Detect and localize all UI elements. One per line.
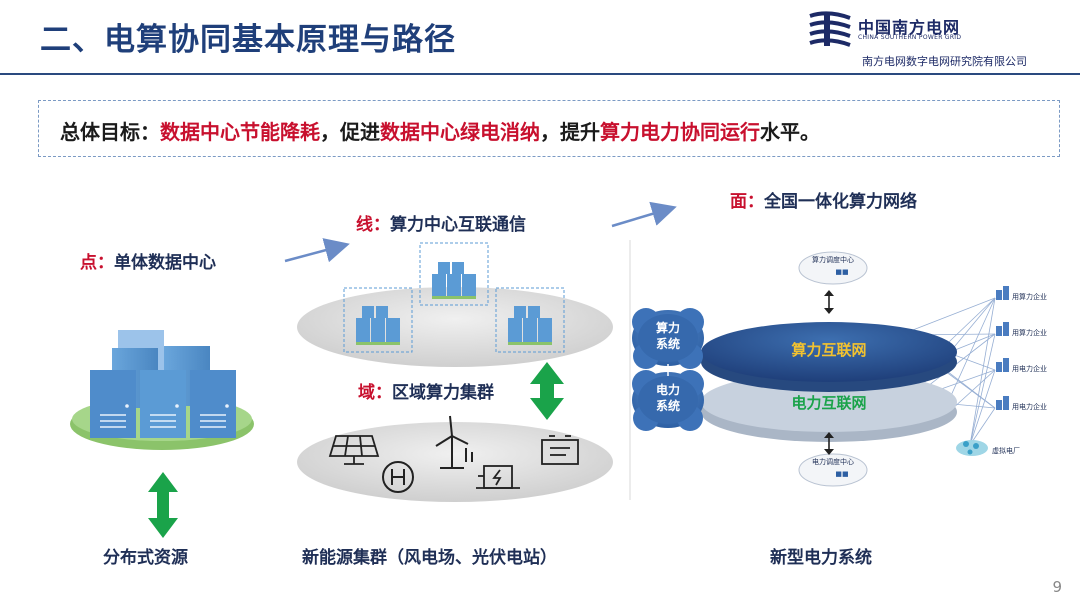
logo-name-cn: 中国南方电网 <box>858 18 961 37</box>
middle-double-arrow <box>530 362 564 420</box>
compute-system-label: 算力系统 <box>655 321 680 351</box>
title-divider <box>0 73 1080 75</box>
svg-text:算力调度中心: 算力调度中心 <box>812 255 854 264</box>
consumer-label-4: 用电力企业 <box>1012 403 1047 411</box>
label-face: 面：全国一体化算力网络 <box>730 192 917 212</box>
logo-name-en: CHINA SOUTHERN POWER GRID <box>858 34 962 41</box>
consumer-label-1: 用算力企业 <box>1012 293 1047 301</box>
label-domain: 域：区域算力集群 <box>358 383 494 403</box>
goal-box <box>38 100 1060 157</box>
goal-highlight-2: 数据中心绿电消纳 <box>380 120 540 144</box>
goal-highlight-1: 数据中心节能降耗 <box>160 120 320 144</box>
caption-renewable: 新能源集群（风电场、光伏电站） <box>302 548 557 568</box>
goal-mid-1: ，促进 <box>320 120 380 144</box>
svg-text:电力调度中心: 电力调度中心 <box>812 457 854 466</box>
page-title: 二、电算协同基本原理与路径 <box>40 22 456 58</box>
consumer-label-3: 用电力企业 <box>1012 365 1047 373</box>
goal-mid-2: ，提升 <box>540 120 600 144</box>
left-double-arrow <box>148 472 178 538</box>
power-dispatch-center: 电力调度中心 ■■ <box>798 453 868 487</box>
compute-net-label: 算力互联网 <box>791 341 867 359</box>
power-system-cloud <box>632 370 704 431</box>
arrow-point-to-line <box>284 238 350 263</box>
consumer-label-2: 用算力企业 <box>1012 329 1047 337</box>
compute-dispatch-center: 算力调度中心 ■■ <box>798 251 868 285</box>
goal-prefix: 总体目标： <box>60 120 160 144</box>
label-line: 线：算力中心互联通信 <box>356 215 526 235</box>
power-system-label: 电力系统 <box>655 383 680 413</box>
compute-system-cloud <box>632 308 704 369</box>
wind-turbine-icon <box>435 415 473 469</box>
power-net-label: 电力互联网 <box>791 394 867 412</box>
svg-text:■■: ■■ <box>835 268 848 276</box>
interconnected-datacenters <box>297 242 613 367</box>
arrow-line-to-face <box>611 201 677 228</box>
battery-icon <box>541 435 579 465</box>
caption-distributed: 分布式资源 <box>103 548 188 568</box>
svg-text:■■: ■■ <box>835 470 848 478</box>
page-number: 9 <box>1052 578 1062 596</box>
national-network: 算力调度中心 ■■ 电力调度中心 ■■ <box>632 251 1009 487</box>
csg-logo-icon <box>809 11 851 47</box>
solar-panel-icon <box>328 435 380 465</box>
label-point: 点：单体数据中心 <box>80 253 216 273</box>
hydrogen-icon <box>382 461 414 493</box>
goal-highlight-3: 算力电力协同运行 <box>600 120 760 144</box>
charging-station-icon <box>476 465 520 489</box>
goal-suffix: 水平。 <box>760 120 820 144</box>
logo-subtitle: 南方电网数字电网研究院有限公司 <box>862 55 1027 68</box>
vpp-label: 虚拟电厂 <box>992 447 1020 455</box>
goal-statement: 总体目标：数据中心节能降耗，促进数据中心绿电消纳，提升算力电力协同运行水平。 <box>60 116 820 145</box>
caption-power-system: 新型电力系统 <box>770 548 872 568</box>
virtual-power-plant-icon <box>956 440 988 456</box>
renewable-cluster <box>297 415 613 502</box>
consumer-icons <box>996 286 1009 410</box>
single-datacenter-icon <box>70 330 254 450</box>
